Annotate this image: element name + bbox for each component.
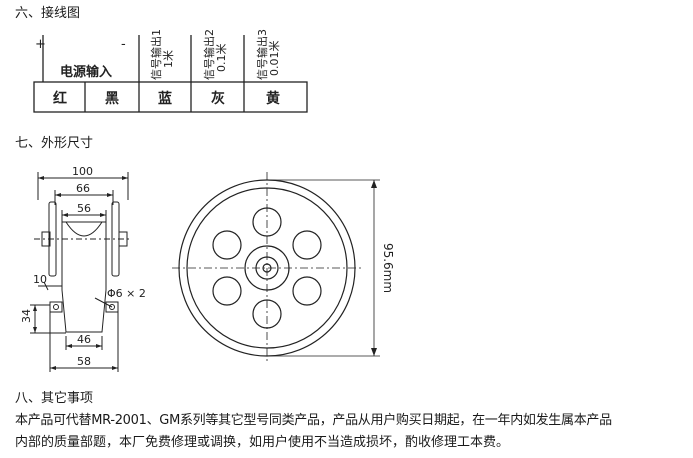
dim-56: 56 [77, 202, 91, 215]
wire-color-blue: 蓝 [158, 90, 172, 107]
minus-sign: - [121, 37, 126, 52]
svg-text:信号输出1: 信号输出1 [149, 29, 163, 80]
section-6-heading: 六、接线图 [15, 6, 81, 21]
dim-hole: Φ6 × 2 [107, 287, 146, 300]
dim-100: 100 [72, 165, 93, 178]
dim-58: 58 [77, 355, 91, 368]
svg-text:1米: 1米 [162, 50, 175, 68]
dim-diameter: 95.6mm [381, 243, 395, 293]
signal-output-1-label: 信号输出1 1米 [149, 29, 175, 80]
wire-color-black: 黑 [105, 91, 119, 107]
wire-color-yellow: 黄 [266, 90, 280, 107]
dim-10: 10 [33, 273, 47, 286]
signal-output-2-label: 信号输出2 0.1米 [202, 29, 228, 80]
notes-line-2: 内部的质量部题，本厂免费修理或调换，如用户使用不当造成损坏，酌收修理工本费。 [15, 435, 510, 450]
dim-66: 66 [76, 182, 90, 195]
wire-color-red: 红 [53, 90, 67, 107]
svg-text:0.1米: 0.1米 [215, 44, 228, 73]
wire-color-gray: 灰 [211, 90, 225, 107]
signal-output-3-label: 信号输出3 0.01米 [255, 29, 281, 80]
svg-text:0.01米: 0.01米 [268, 41, 281, 77]
dim-46: 46 [77, 333, 91, 346]
power-input-label: 电源输入 [60, 64, 112, 80]
plus-sign: + [35, 37, 46, 52]
section-8-heading: 八、其它事项 [15, 391, 94, 406]
notes-line-1: 本产品可代替MR-2001、GM系列等其它型号同类产品，产品从用户购买日期起，在… [15, 413, 612, 428]
svg-text:信号输出2: 信号输出2 [202, 29, 216, 80]
svg-text:信号输出3: 信号输出3 [255, 29, 269, 80]
section-7-heading: 七、外形尺寸 [15, 136, 94, 151]
dim-34: 34 [20, 309, 33, 323]
